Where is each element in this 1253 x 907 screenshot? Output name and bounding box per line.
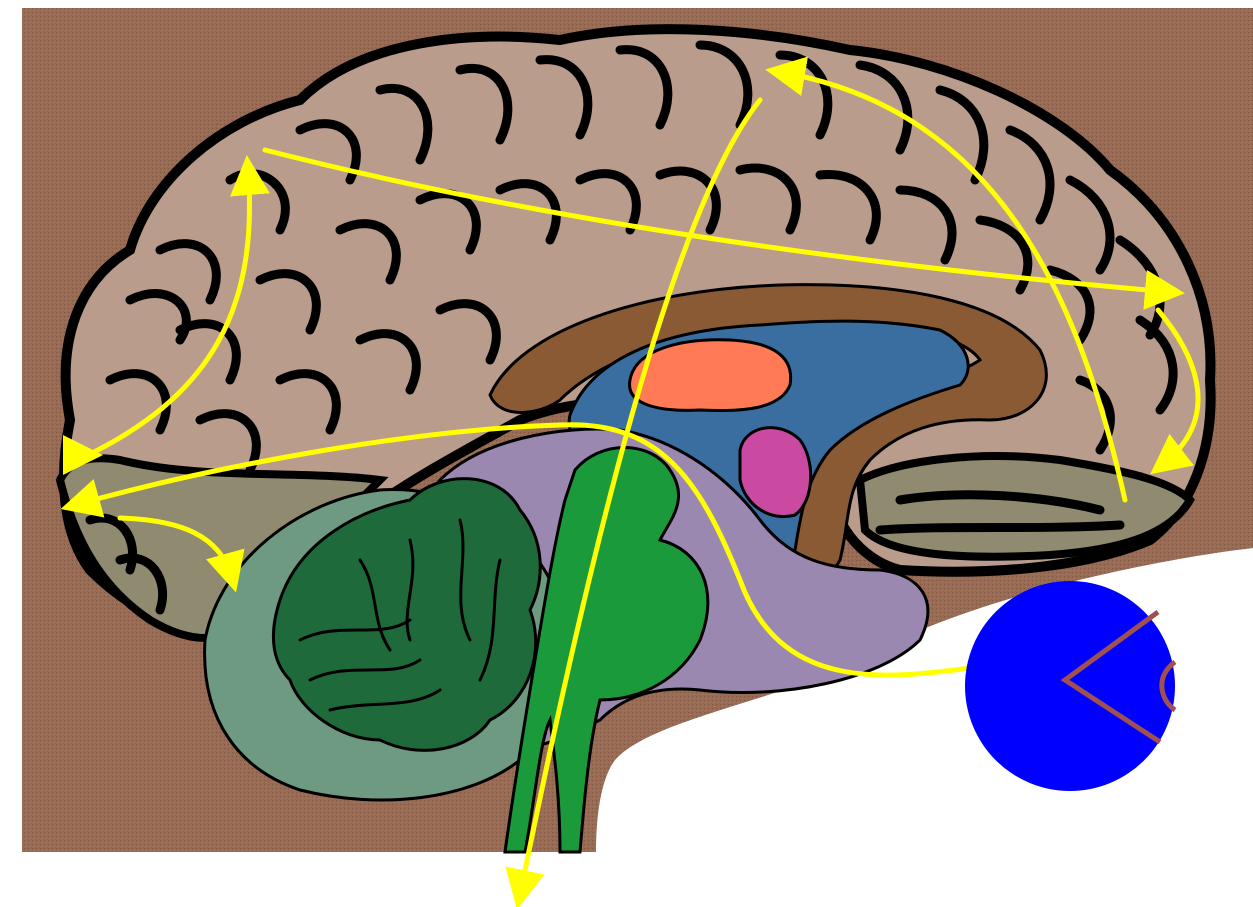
hypothalamus (740, 428, 811, 517)
sulcus (880, 525, 1120, 530)
eye-icon (965, 581, 1175, 791)
thalamus (630, 340, 791, 411)
